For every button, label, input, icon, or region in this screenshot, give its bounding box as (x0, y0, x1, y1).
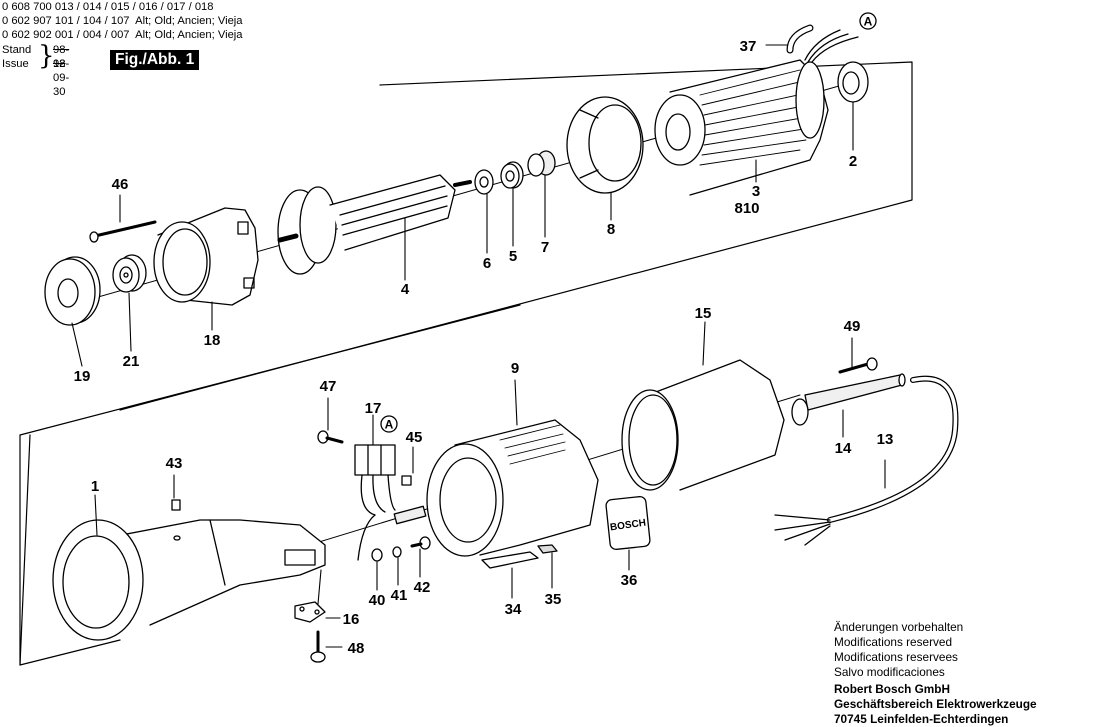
callout-810: 810 (734, 200, 759, 217)
callout-2: 2 (849, 153, 857, 170)
callout-43: 43 (166, 455, 183, 472)
marker-a-label: A (864, 15, 873, 29)
part-3-field-stator (654, 59, 829, 196)
callout-17: 17 (365, 400, 382, 417)
part-47-screw (317, 430, 344, 444)
part-number-line-3: 0 602 902 001 / 004 / 007 Alt; Old; Anci… (2, 29, 243, 41)
callout-7: 7 (541, 239, 549, 256)
part-48-screw (310, 630, 326, 663)
callout-labels: 46 19 21 18 4 6 5 7 8 3 810 2 37 1 43 16… (74, 38, 894, 657)
part-41-lockwasher (392, 546, 402, 558)
issue-value: 98-09-30 (53, 58, 70, 98)
callout-3: 3 (752, 183, 760, 200)
part-35-brush (537, 544, 558, 554)
callout-18: 18 (204, 332, 221, 349)
callout-37: 37 (740, 38, 757, 55)
frame-lines (19, 61, 913, 666)
callout-42: 42 (414, 579, 431, 596)
callout-13: 13 (877, 431, 894, 448)
part-45-nut (401, 475, 412, 486)
part-21-bearing (112, 254, 147, 293)
callout-4: 4 (401, 281, 410, 298)
leader-lines (71, 44, 886, 648)
callout-46: 46 (112, 176, 129, 193)
footer: Änderungen vorbehalten Modifications res… (834, 620, 1037, 727)
part-16-clamp (294, 601, 326, 623)
part-18-threaded-housing (153, 207, 259, 306)
part-19-seal-ring (44, 256, 101, 326)
stand-value: 98-12 (53, 44, 70, 70)
part-43-screw (171, 499, 181, 541)
bosch-badge-text: BOSCH (609, 518, 646, 534)
callout-36: 36 (621, 572, 638, 589)
part-5-bearing (500, 161, 524, 189)
company-name: Robert Bosch GmbH (834, 682, 951, 696)
part-4-armature (277, 174, 472, 275)
callout-9: 9 (511, 360, 519, 377)
part-1-motor-housing (52, 519, 326, 641)
notice-line-es: Salvo modificaciones (834, 665, 945, 679)
part-6-washer (474, 169, 494, 195)
issue-label: Issue (2, 58, 29, 70)
part-9-brush-housing (426, 419, 599, 557)
callout-8: 8 (607, 221, 615, 238)
callout-6: 6 (483, 255, 491, 272)
part-number-line-2: 0 602 907 101 / 104 / 107 Alt; Old; Anci… (2, 15, 243, 27)
part-46-screw (89, 220, 157, 243)
part-8-brush-ring (566, 96, 644, 194)
part-2-ring (837, 61, 869, 103)
marker-a-label-2: A (385, 418, 394, 432)
callout-45: 45 (406, 429, 423, 446)
callout-15: 15 (695, 305, 712, 322)
connector-marker-a-bottom: A (380, 415, 398, 433)
callout-1: 1 (91, 478, 99, 495)
part-7-sleeve (527, 150, 556, 177)
company-division: Geschäftsbereich Elektrowerkzeuge (834, 697, 1037, 711)
part-14-cable-guard (791, 373, 906, 426)
part-36-bosch-badge: BOSCH (605, 495, 651, 551)
callout-21: 21 (123, 353, 140, 370)
part-40-washer (371, 548, 383, 562)
part-17-terminal-block (354, 444, 427, 561)
part-49-screw (838, 357, 878, 374)
figure-label: Fig./Abb. 1 (110, 50, 200, 70)
notice-line-fr: Modifications reservees (834, 650, 958, 664)
callout-48: 48 (348, 640, 365, 657)
callout-41: 41 (391, 587, 408, 604)
callout-40: 40 (369, 592, 386, 609)
callout-14: 14 (835, 440, 852, 457)
part-15-housing-sleeve (621, 359, 785, 491)
notice-line-de: Änderungen vorbehalten (834, 620, 964, 634)
callout-16: 16 (343, 611, 360, 628)
stand-label: Stand (2, 44, 32, 56)
callout-47: 47 (320, 378, 337, 395)
part-13-power-cord (774, 375, 959, 546)
part-42-screw (410, 536, 431, 550)
part-34-plate (481, 551, 539, 569)
callout-19: 19 (74, 368, 91, 385)
callout-5: 5 (509, 248, 517, 265)
callout-34: 34 (505, 601, 522, 618)
brace-icon: } (38, 41, 55, 71)
company-address: 70745 Leinfelden-Echterdingen (834, 712, 1009, 726)
callout-49: 49 (844, 318, 861, 335)
part-number-line-1: 0 608 700 013 / 014 / 015 / 016 / 017 / … (2, 1, 214, 13)
callout-35: 35 (545, 591, 562, 608)
notice-line-en: Modifications reserved (834, 635, 953, 649)
connector-marker-a-top: A (859, 12, 877, 30)
part-37-wire-sleeve (786, 24, 859, 63)
